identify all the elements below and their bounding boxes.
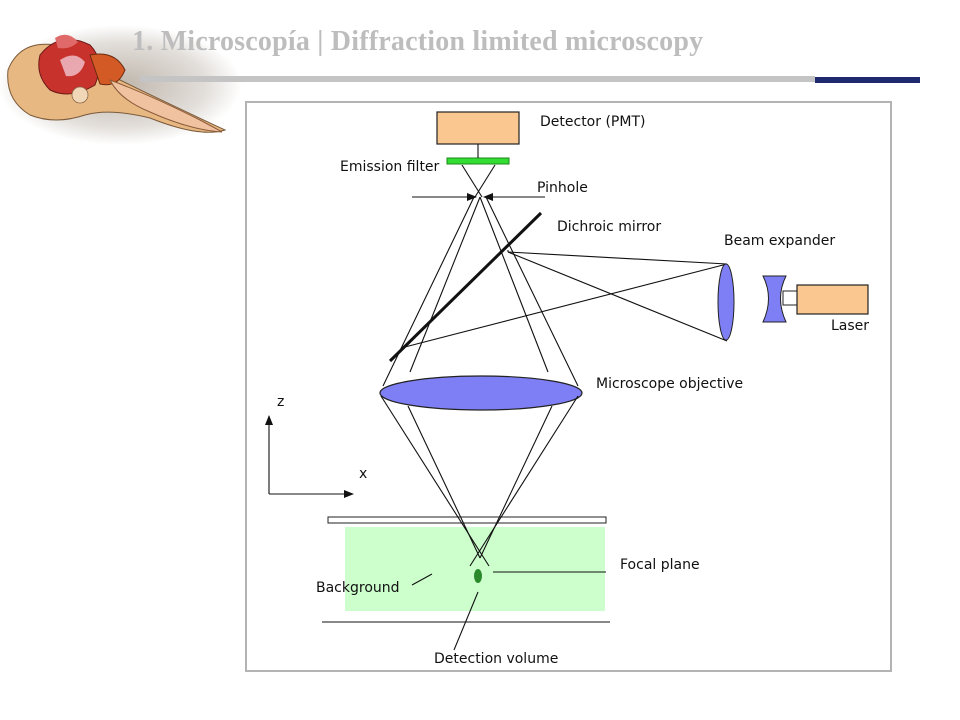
ray: [380, 395, 490, 567]
focal-plane-label: Focal plane: [620, 557, 700, 573]
objective-label: Microscope objective: [596, 376, 743, 392]
ray: [479, 405, 553, 559]
ray: [479, 196, 549, 373]
beam-expander-concave-lens: [762, 275, 787, 323]
sample-region: [345, 527, 605, 611]
objective-lens: [379, 375, 583, 411]
detection-spot: [474, 569, 482, 583]
detection-volume-label: Detection volume: [434, 651, 558, 667]
axis-x-label: x: [359, 466, 367, 482]
dichroic-mirror: [388, 211, 543, 363]
background-label: Background: [316, 580, 400, 596]
background-leader: [411, 573, 433, 586]
dichroic-mirror-label: Dichroic mirror: [557, 219, 661, 235]
detection-volume-leader: [453, 591, 479, 651]
slide-title: 1. Microscopía | Diffraction limited mic…: [132, 26, 704, 57]
beam-expander-lens: [717, 263, 735, 341]
ray: [474, 164, 496, 198]
ray: [469, 395, 579, 567]
laser-label: Laser: [831, 318, 869, 334]
laser-box: [796, 284, 869, 315]
ray: [407, 405, 481, 559]
excitation-ray: [507, 251, 728, 265]
excitation-ray: [400, 263, 728, 349]
laser-coupler: [782, 290, 799, 306]
detector-box: [436, 111, 520, 145]
excitation-ray: [507, 251, 728, 342]
beam-expander-label: Beam expander: [724, 233, 835, 249]
title-rule: [140, 76, 815, 82]
emission-filter: [446, 157, 510, 165]
title-rule-accent: [815, 77, 920, 83]
detector-label: Detector (PMT): [540, 114, 645, 130]
emission-filter-label: Emission filter: [340, 159, 440, 175]
ray: [485, 196, 579, 387]
anatomical-logo-icon: [0, 25, 242, 145]
axis-z-label: z: [277, 394, 284, 410]
coverslip: [327, 516, 607, 524]
pinhole-label: Pinhole: [537, 180, 588, 196]
